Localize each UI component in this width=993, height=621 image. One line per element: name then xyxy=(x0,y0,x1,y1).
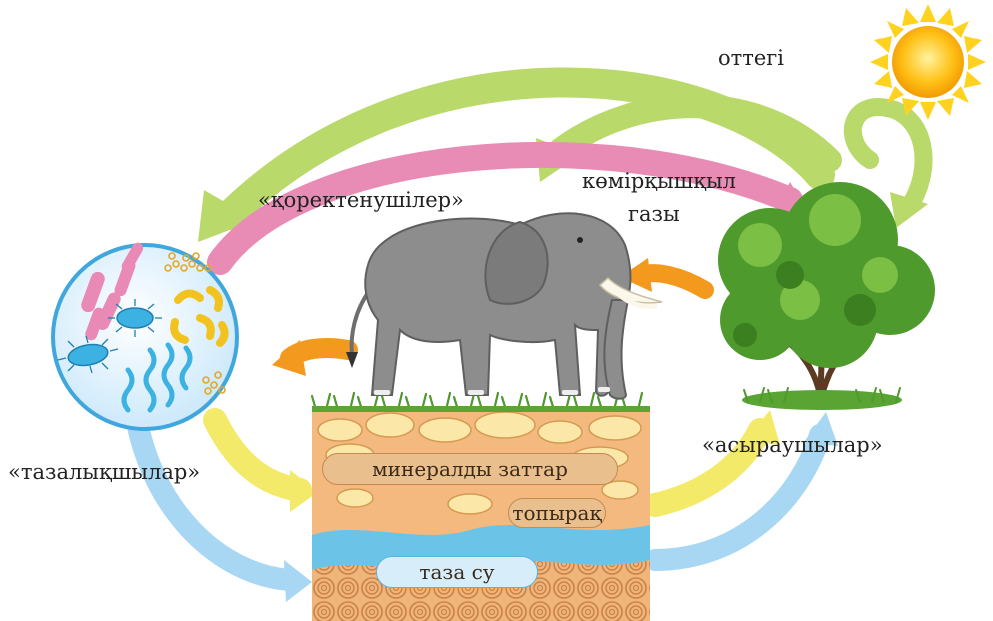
energy-arrow-elephant-microbes xyxy=(272,340,348,376)
energy-arrow-tree-elephant xyxy=(620,258,705,292)
co2-label-line2: газы xyxy=(628,202,680,226)
sun-icon xyxy=(870,4,986,120)
soil-label: топырақ xyxy=(508,498,606,528)
producers-label: «асыраушылар» xyxy=(702,433,883,457)
mineral-arrow-soil-tree xyxy=(655,410,780,505)
decomposers-label: «тазалықшылар» xyxy=(8,460,200,484)
co2-label-line1: көмірқышқыл xyxy=(582,169,736,193)
microbes-icon xyxy=(53,241,237,429)
minerals-label: минералды заттар xyxy=(322,453,618,485)
water-label: таза су xyxy=(376,556,538,588)
oxygen-label: оттегі xyxy=(718,46,784,70)
elephant-icon xyxy=(346,213,662,398)
mineral-arrow-microbes-soil xyxy=(215,420,318,512)
consumers-label: «қоректенушілер» xyxy=(258,188,464,212)
